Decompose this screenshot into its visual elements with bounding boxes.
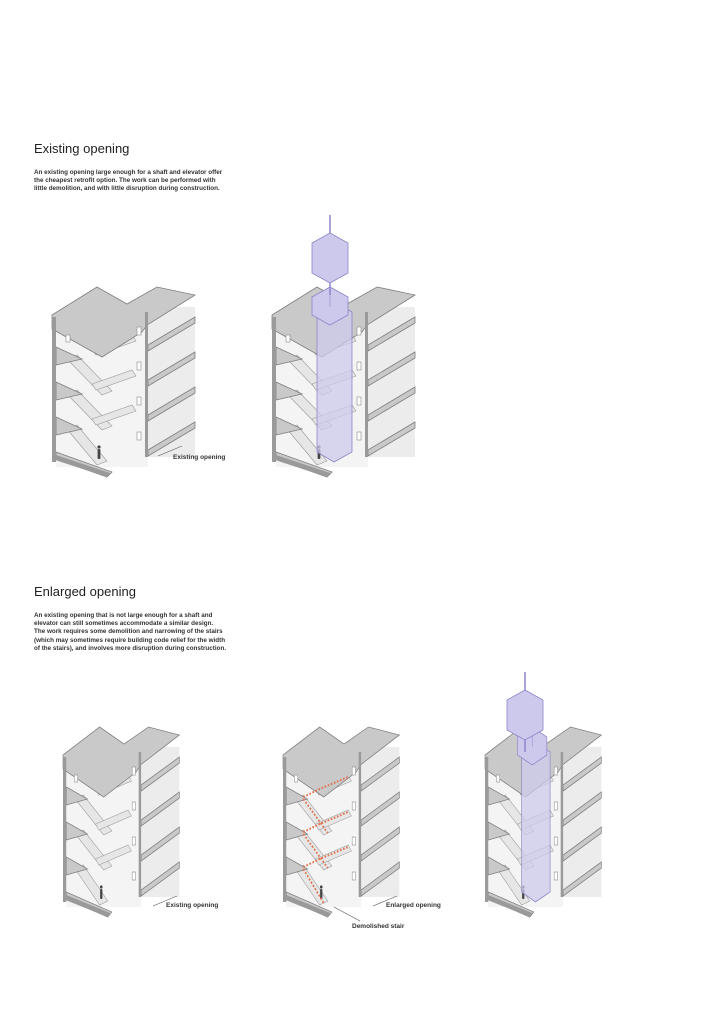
demolished-stair-marks	[302, 776, 349, 904]
building-enlarged-demolition	[282, 726, 400, 918]
body-line: elevator can still sometimes accommodate…	[34, 620, 214, 628]
opening-dimension-3	[372, 895, 398, 907]
section-title-enlarged: Enlarged opening	[34, 584, 136, 599]
label-enlarged-opening: Enlarged opening	[386, 902, 441, 909]
body-line: of the stairs), and involves more disrup…	[34, 644, 227, 652]
opening-dimension-2	[152, 895, 178, 907]
opening-dimension-1	[157, 445, 183, 457]
label-existing-opening: Existing opening	[173, 454, 226, 461]
building-enlarged-before	[62, 726, 180, 918]
elevator-cab-2	[506, 671, 544, 753]
body-line: little demolition, and with little disru…	[34, 185, 220, 193]
section-body-enlarged: An existing opening that is not large en…	[34, 612, 226, 653]
body-line: the cheapest retrofit option. The work c…	[34, 177, 216, 185]
elevator-cab-1	[311, 214, 349, 296]
body-line: An existing opening that is not large en…	[34, 612, 213, 619]
label-existing-opening-2: Existing opening	[166, 902, 219, 909]
body-line: (which may sometimes require building co…	[34, 636, 226, 644]
section-body-existing: An existing opening large enough for a s…	[34, 169, 222, 194]
demolished-leader	[333, 906, 361, 922]
section-title-existing: Existing opening	[34, 141, 130, 156]
building-enlarged-with-elevator	[484, 726, 602, 918]
body-line: The work requires some demolition and na…	[34, 628, 223, 636]
building-existing-with-elevator	[271, 286, 416, 478]
label-demolished-stair: Demolished stair	[352, 923, 405, 930]
body-line: An existing opening large enough for a s…	[34, 169, 223, 176]
